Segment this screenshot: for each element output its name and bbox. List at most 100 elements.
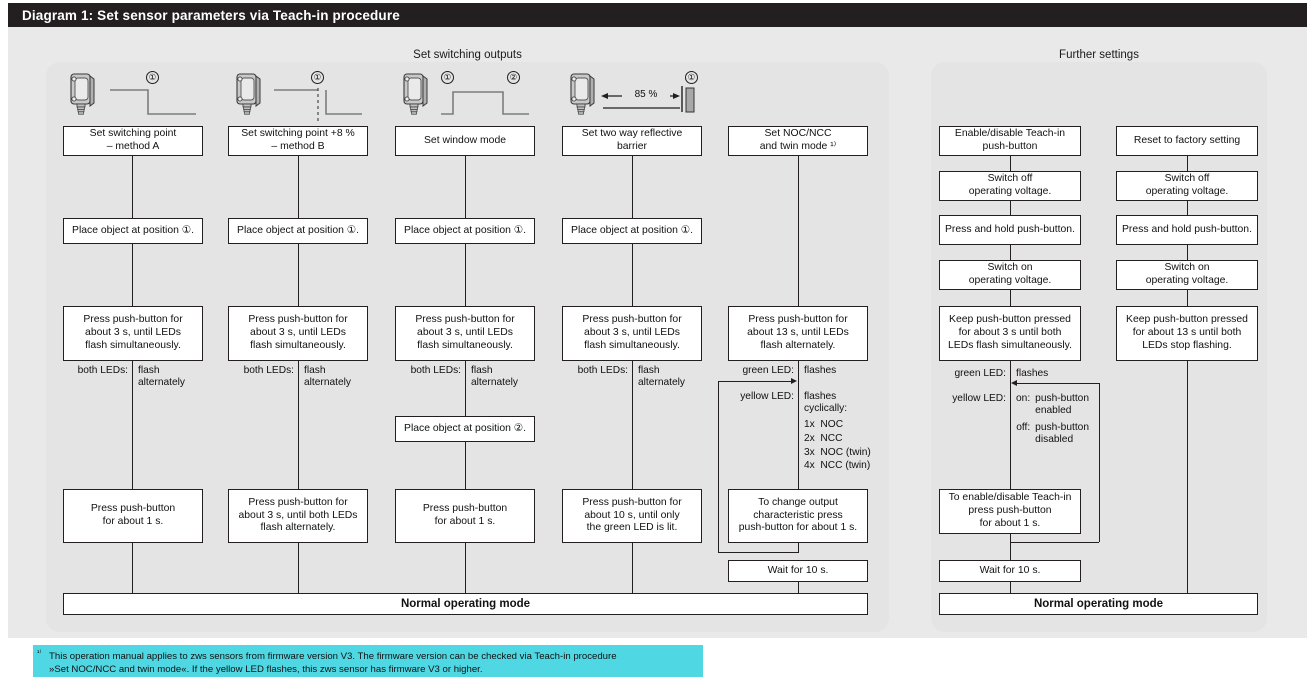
state-key: off:: [1016, 421, 1031, 433]
footnote-text-2: »Set NOC/NCC and twin mode«. If the yell…: [49, 664, 483, 676]
col2-line-1: [298, 156, 299, 218]
col5-step-3: Wait for 10 s.: [728, 560, 868, 582]
footnote: ¹⁾This operation manual applies to zws s…: [33, 645, 703, 677]
rcol2-line-4: [1187, 290, 1188, 306]
col5-loop-top: [718, 381, 792, 382]
col3-line-1: [465, 156, 466, 218]
col5-step-2: To change output characteristic press pu…: [728, 489, 868, 543]
col5-green-led-label: green LED:: [742, 365, 794, 376]
rcol2-line-2: [1187, 201, 1188, 215]
col1-line-2: [132, 244, 133, 306]
rcol1-loop-bottom: [1010, 542, 1099, 543]
diagram-title-bar: Diagram 1: Set sensor parameters via Tea…: [8, 3, 1307, 27]
rcol1-loop-arrowhead: [1011, 379, 1017, 386]
sensor-icon: [236, 73, 261, 115]
col4-line-1: [632, 156, 633, 218]
rcol1-line-5: [1010, 534, 1011, 560]
rcol1-line-2: [1010, 201, 1011, 215]
rcol1-line-6: [1010, 582, 1011, 593]
marker-1-col2: ①: [311, 71, 324, 84]
footnote-line-2: »Set NOC/NCC and twin mode«. If the yell…: [35, 664, 699, 677]
rcol1-yellow-led-label: yellow LED:: [952, 393, 1006, 404]
col5-loop-arrowhead: [791, 377, 797, 384]
state-value: push-button enabled: [1035, 393, 1089, 417]
col4-line-2: [632, 244, 633, 306]
cycle-item: 1x NOC: [804, 419, 844, 430]
col4-led-separator: [632, 361, 633, 489]
col5-header-box: Set NOC/NCC and twin mode ¹⁾: [728, 126, 868, 156]
col5-loop-bottom: [718, 552, 799, 553]
col1-step-2: Press push-button for about 3 s, until L…: [63, 306, 203, 361]
panel-label-further-settings: Further settings: [1059, 49, 1139, 61]
col3-step-2: Press push-button for about 3 s, until L…: [395, 306, 535, 361]
rcol2-header-box: Reset to factory setting: [1116, 126, 1258, 156]
rcol1-step-3: Switch on operating voltage.: [939, 260, 1081, 290]
state-value: push-button disabled: [1035, 421, 1089, 446]
col3-line-4: [465, 543, 466, 593]
rcol1-loop-top: [1013, 383, 1099, 384]
col1-header-box: Set switching point – method A: [63, 126, 203, 156]
col3-line-3: [465, 442, 466, 489]
footnote-line-1: ¹⁾This operation manual applies to zws s…: [35, 648, 699, 664]
state-key: on:: [1016, 393, 1031, 404]
col1-line-1: [132, 156, 133, 218]
rcol1-step-5: To enable/disable Teach-in press push-bu…: [939, 489, 1081, 534]
col5-yellow-led-value: flashes cyclically:: [804, 391, 848, 415]
rcol1-header-box: Enable/disable Teach-in push-button: [939, 126, 1081, 156]
col2-step-3: Press push-button for about 3 s, until b…: [228, 489, 368, 543]
marker-1-col4: ①: [685, 71, 698, 84]
footnote-marker: ¹⁾: [37, 648, 42, 657]
col2-line-3: [298, 543, 299, 593]
rcol2-step-4: Keep push-button pressed for about 13 s …: [1116, 306, 1258, 361]
col2-led-separator: [298, 361, 299, 489]
col5-loop-left: [718, 381, 719, 552]
rcol1-led-separator: [1010, 361, 1011, 489]
col4-led-value: flash alternately: [638, 365, 686, 389]
col4-led-label: both LEDs:: [577, 365, 628, 376]
rcol1-step-6: Wait for 10 s.: [939, 560, 1081, 582]
col1-led-value: flash alternately: [138, 365, 186, 389]
col4-step-3: Press push-button for about 10 s, until …: [562, 489, 702, 543]
rcol2-step-1: Switch off operating voltage.: [1116, 171, 1258, 201]
col5-led-separator: [798, 361, 799, 489]
state-row: on: push-button enabled: [1016, 393, 1089, 422]
sensor-icon: [70, 73, 95, 115]
col2-step-1: Place object at position ①.: [228, 218, 368, 244]
marker-1-col3: ①: [441, 71, 454, 84]
cycle-item: 2x NCC: [804, 432, 843, 444]
page-title: Diagram 1: Set sensor parameters via Tea…: [22, 7, 400, 23]
rcol1-step-4: Keep push-button pressed for about 3 s u…: [939, 306, 1081, 361]
col2-step-2: Press push-button for about 3 s, until L…: [228, 306, 368, 361]
cycle-item: 4x NCC (twin): [804, 460, 871, 472]
rcol2-line-1: [1187, 156, 1188, 171]
col1-led-separator: [132, 361, 133, 489]
waveform-pulse-3: [441, 91, 529, 115]
rcol2-step-3: Switch on operating voltage.: [1116, 260, 1258, 290]
rcol1-green-led-value: flashes: [1016, 368, 1049, 379]
panel-label-switching-outputs: Set switching outputs: [413, 49, 522, 61]
col2-header-box: Set switching point +8 % – method B: [228, 126, 368, 156]
sensor-icon: [403, 73, 428, 115]
col3-step-3: Place object at position ②.: [395, 416, 535, 442]
state-row: off: push-button disabled: [1016, 422, 1089, 451]
col3-header-box: Set window mode: [395, 126, 535, 156]
rcol1-step-2: Press and hold push-button.: [939, 215, 1081, 245]
col5-loop-down: [798, 543, 799, 552]
col1-led-label: both LEDs:: [77, 365, 128, 376]
rcol1-line-4: [1010, 290, 1011, 306]
col5-yellow-led-label: yellow LED:: [740, 391, 794, 402]
col4-step-1: Place object at position ①.: [562, 218, 702, 244]
waveform-step-down-1: [110, 89, 196, 115]
waveform-step-down-dashed-2: [274, 88, 362, 122]
right-normal-operating-mode-bar: Normal operating mode: [939, 593, 1258, 615]
col1-step-1: Place object at position ①.: [63, 218, 203, 244]
col3-step-1: Place object at position ①.: [395, 218, 535, 244]
rcol2-line-5: [1187, 361, 1188, 593]
col4-step-2: Press push-button for about 3 s, until L…: [562, 306, 702, 361]
left-normal-operating-mode-bar: Normal operating mode: [63, 593, 868, 615]
marker-1-col1: ①: [146, 71, 159, 84]
marker-2-col3: ②: [507, 71, 520, 84]
col5-line-bottom: [798, 582, 799, 593]
col3-led-value: flash alternately: [471, 365, 519, 389]
